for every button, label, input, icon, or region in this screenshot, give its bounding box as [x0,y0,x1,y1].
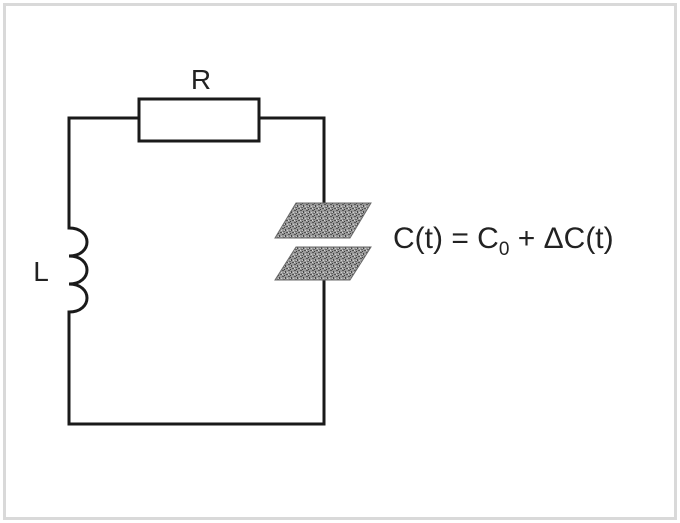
capacitance-equation: C(t) = C0 + ΔC(t) [393,222,614,260]
circuit-wires [67,116,326,426]
resistor-label: R [191,64,211,95]
resistor-symbol [137,97,261,143]
equation-rhs: + ΔC(t) [509,222,613,255]
equation-lhs: C(t) = C [393,222,499,255]
inductor-label: L [33,256,49,287]
capacitor-plate-top [274,202,372,239]
equation-subscript: 0 [499,239,510,260]
capacitor-plate-bottom [274,246,372,281]
inductor-coil [68,226,89,314]
